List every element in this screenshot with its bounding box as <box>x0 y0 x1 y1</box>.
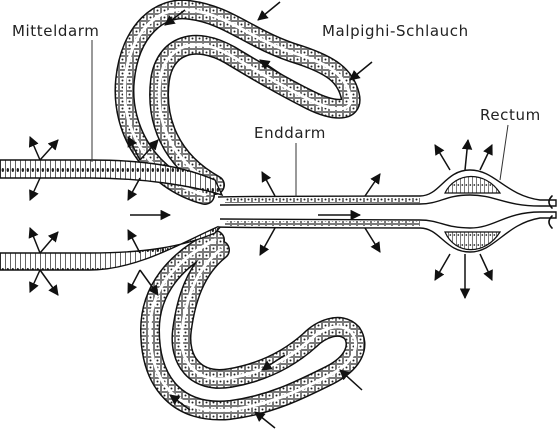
upper-malpighian-tubule <box>114 0 361 205</box>
midgut-upper-wall <box>0 159 224 197</box>
rectum-transport-arrows <box>434 138 493 300</box>
rectum-pad-upper <box>444 176 502 194</box>
hindgut-lower-cells <box>225 221 420 226</box>
rectum-leader-line <box>499 124 509 181</box>
midgut-label: Mitteldarm <box>12 22 100 40</box>
hindgut-label: Enddarm <box>254 124 326 142</box>
malpighi-inward-arrows <box>164 1 373 429</box>
hindgut-transport-arrows <box>259 171 381 256</box>
lower-malpighian-tubule <box>140 230 366 421</box>
rectum-end-upper <box>548 195 553 209</box>
rectum-end-lower <box>548 215 553 229</box>
midgut-transport-arrows <box>28 136 159 296</box>
rectum-label: Rectum <box>480 106 541 124</box>
hindgut-upper-cells <box>225 198 420 203</box>
malpighian-tubule-label: Malpighi-Schlauch <box>322 22 469 40</box>
rectum-pad-lower <box>444 231 502 251</box>
hindgut-lower-wall <box>217 211 557 253</box>
